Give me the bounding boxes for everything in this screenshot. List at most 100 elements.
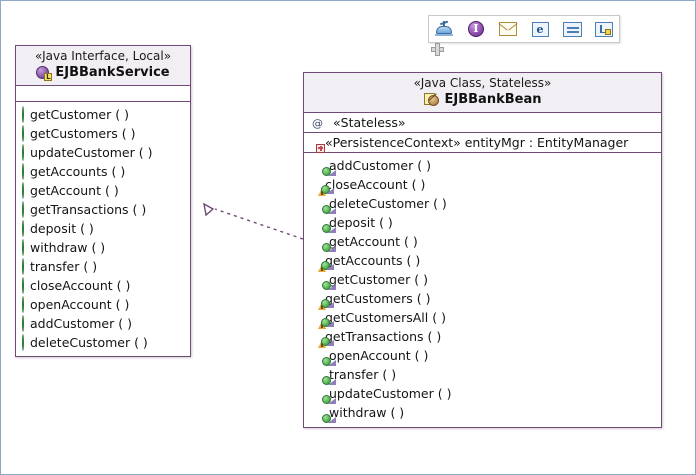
interface-operation-row[interactable]: addCustomer ( ) xyxy=(16,314,190,333)
class-operation-row-label: updateCustomer ( ) xyxy=(329,386,452,401)
class-operation-row[interactable]: getTransactions ( ) xyxy=(304,327,661,348)
interface-name: EJBBankService xyxy=(55,65,170,80)
interface-operation-row[interactable]: transfer ( ) xyxy=(16,257,190,276)
operation-icon xyxy=(22,239,24,256)
operation-icon xyxy=(22,277,24,294)
interface-operation-row-label: getAccounts ( ) xyxy=(30,164,126,179)
interface-operation-row-label: getTransactions ( ) xyxy=(30,202,147,217)
class-operation-row-label: getAccounts ( ) xyxy=(325,253,421,268)
class-operation-row-label: getTransactions ( ) xyxy=(325,329,442,344)
operation-icon xyxy=(22,182,24,199)
class-operation-row[interactable]: getAccounts ( ) xyxy=(304,251,661,272)
interface-operation-row-label: getCustomer ( ) xyxy=(30,107,129,122)
class-operation-row[interactable]: getCustomers ( ) xyxy=(304,289,661,310)
class-title-row: EJBBankBean xyxy=(308,91,657,108)
operation-icon xyxy=(22,144,24,161)
class-operation-row[interactable]: transfer ( ) xyxy=(304,365,661,385)
realization-arrowhead xyxy=(203,202,215,217)
interface-operation-row[interactable]: getTransactions ( ) xyxy=(16,200,190,219)
palette-button-corner-badge[interactable] xyxy=(593,19,615,39)
class-operation-row[interactable]: closeAccount ( ) xyxy=(304,175,661,196)
class-operation-row-label: withdraw ( ) xyxy=(329,405,405,420)
palette-button-equals[interactable] xyxy=(561,19,583,39)
class-operation-row[interactable]: openAccount ( ) xyxy=(304,346,661,366)
uml-interface-EJBBankService[interactable]: «Java Interface, Local» L EJBBankService… xyxy=(15,45,191,357)
class-annotation-row[interactable]: @«Stateless» xyxy=(304,113,661,132)
interface-icon: L xyxy=(36,65,53,81)
class-stereotype: «Java Class, Stateless» xyxy=(413,76,552,90)
class-operation-row-label: deleteCustomer ( ) xyxy=(329,196,447,211)
interface-operation-row-label: deleteCustomer ( ) xyxy=(30,335,148,350)
uml-class-EJBBankBean[interactable]: «Java Class, Stateless» EJBBankBean @«St… xyxy=(303,72,662,428)
palette-button-letter-e[interactable]: e xyxy=(529,19,551,39)
interface-operation-row[interactable]: openAccount ( ) xyxy=(16,295,190,314)
interface-operation-row-label: transfer ( ) xyxy=(30,259,98,274)
class-header: «Java Class, Stateless» EJBBankBean xyxy=(304,73,661,113)
operation-icon xyxy=(22,296,24,313)
interface-operation-row[interactable]: deleteCustomer ( ) xyxy=(16,333,190,352)
class-operation-row[interactable]: getAccount ( ) xyxy=(304,232,661,252)
class-name: EJBBankBean xyxy=(444,92,542,107)
class-operation-row[interactable]: deposit ( ) xyxy=(304,213,661,233)
interface-operation-row-label: updateCustomer ( ) xyxy=(30,145,153,160)
interface-operation-row-label: closeAccount ( ) xyxy=(30,278,131,293)
annotation-at-icon: @ xyxy=(312,117,323,130)
class-operation-row-label: getCustomers ( ) xyxy=(325,291,431,306)
operation-icon xyxy=(22,125,24,142)
interface-operation-row[interactable]: getAccounts ( ) xyxy=(16,162,190,181)
interface-tool-icon xyxy=(435,20,453,37)
class-operation-row[interactable]: getCustomer ( ) xyxy=(304,270,661,290)
operation-icon xyxy=(22,220,24,237)
class-operation-row[interactable]: getCustomersAll ( ) xyxy=(304,308,661,329)
class-operation-row-label: closeAccount ( ) xyxy=(325,177,426,192)
interface-stereotype: «Java Interface, Local» xyxy=(34,49,172,63)
interface-operation-row[interactable]: withdraw ( ) xyxy=(16,238,190,257)
interface-operation-row[interactable]: deposit ( ) xyxy=(16,219,190,238)
interface-attributes-compartment xyxy=(16,86,190,102)
interface-operation-row[interactable]: getAccount ( ) xyxy=(16,181,190,200)
palette-button-interface-tool[interactable] xyxy=(433,19,455,39)
class-operation-row-label: addCustomer ( ) xyxy=(329,158,431,173)
interface-operation-row-label: deposit ( ) xyxy=(30,221,94,236)
class-operation-row[interactable]: withdraw ( ) xyxy=(304,403,661,423)
interface-operation-row-label: withdraw ( ) xyxy=(30,240,106,255)
class-operation-row-label: getCustomersAll ( ) xyxy=(325,310,446,325)
interface-operation-row[interactable]: getCustomers ( ) xyxy=(16,124,190,143)
class-annotations-compartment: @«Stateless» xyxy=(304,113,661,133)
class-operation-row-label: openAccount ( ) xyxy=(329,348,429,363)
realization-line xyxy=(214,208,304,240)
interface-title-row: L EJBBankService xyxy=(20,64,186,81)
interface-operation-row[interactable]: getCustomer ( ) xyxy=(16,105,190,124)
class-operation-row-label: getCustomer ( ) xyxy=(329,272,428,287)
corner-badge-icon xyxy=(595,21,613,37)
class-attribute-row-label: «PersistenceContext» entityMgr : EntityM… xyxy=(325,135,629,150)
interface-operation-row[interactable]: closeAccount ( ) xyxy=(16,276,190,295)
operation-icon xyxy=(22,201,24,218)
interface-operations-compartment: getCustomer ( ) getCustomers ( ) updateCus… xyxy=(16,102,190,356)
palette-button-info[interactable]: I xyxy=(465,19,487,39)
info-icon: I xyxy=(468,21,484,37)
interface-header: «Java Interface, Local» L EJBBankService xyxy=(16,46,190,86)
class-operation-row[interactable]: deleteCustomer ( ) xyxy=(304,194,661,214)
class-operation-row-label: deposit ( ) xyxy=(329,215,393,230)
class-attribute-row[interactable]: «PersistenceContext» entityMgr : EntityM… xyxy=(304,133,661,153)
letter-e-icon: e xyxy=(531,21,549,37)
operation-icon xyxy=(22,334,24,351)
operation-icon xyxy=(22,163,24,180)
class-operation-row-label: transfer ( ) xyxy=(329,367,397,382)
class-attributes-compartment: «PersistenceContext» entityMgr : EntityM… xyxy=(304,133,661,153)
move-cursor-icon xyxy=(431,43,444,56)
interface-operation-row-label: getCustomers ( ) xyxy=(30,126,136,141)
interface-operation-row[interactable]: updateCustomer ( ) xyxy=(16,143,190,162)
class-operation-row[interactable]: addCustomer ( ) xyxy=(304,156,661,176)
interface-operation-row-label: getAccount ( ) xyxy=(30,183,119,198)
palette-button-mail[interactable] xyxy=(497,19,519,39)
mail-icon xyxy=(498,22,518,36)
class-operations-compartment: addCustomer ( ) closeAccount ( ) deleteCus… xyxy=(304,153,661,427)
operation-icon xyxy=(22,315,24,332)
class-icon xyxy=(423,92,441,107)
class-operation-row[interactable]: updateCustomer ( ) xyxy=(304,384,661,404)
interface-operation-row-label: openAccount ( ) xyxy=(30,297,130,312)
